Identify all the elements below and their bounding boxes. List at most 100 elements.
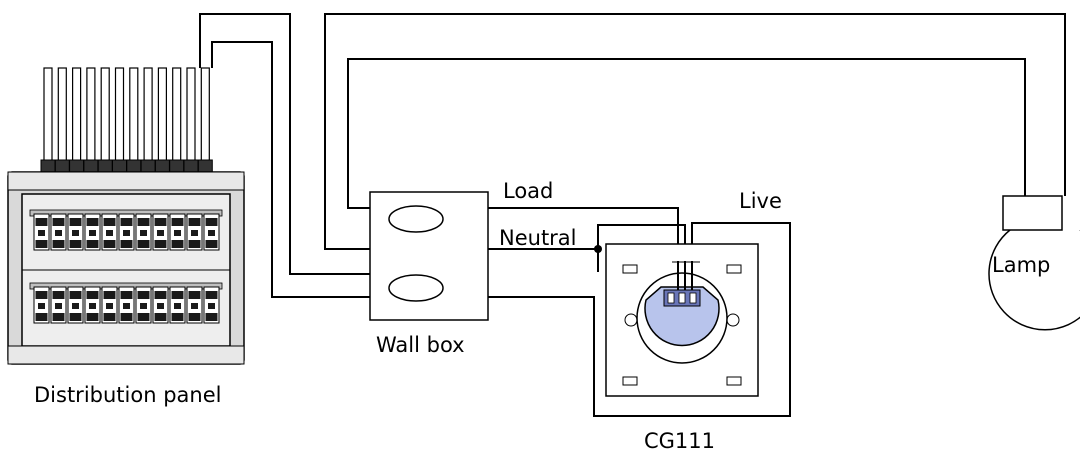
label-lamp: Lamp [992,253,1050,277]
breaker-terminal-top [86,291,99,299]
breaker-terminal-top [188,218,201,226]
breaker-terminal-bottom [205,313,218,321]
breaker-terminal-top [69,291,82,299]
cg111-device [605,243,759,397]
panel-cable [100,67,110,169]
breaker-terminal-bottom [154,313,167,321]
device-screw-right [726,313,740,327]
lamp-bulb [988,229,1080,331]
panel-gland [169,159,185,173]
panel-cable [200,67,210,169]
wire-panel-to-wallbox-outer [199,13,370,275]
breaker-switch [123,230,130,236]
panel-gland [112,159,127,173]
breaker-terminal-top [86,218,99,226]
breaker-terminal-top [52,218,65,226]
breaker-switch [89,303,96,309]
device-corner-slot [622,264,638,274]
breaker-switch [191,303,198,309]
breaker-terminal-bottom [52,240,65,248]
breaker-terminal-top [171,291,184,299]
breaker-terminal-bottom [137,313,150,321]
wire-panel-to-wallbox-inner [211,41,370,298]
panel-gland [40,159,56,173]
wire-neutral [488,224,686,261]
label-load: Load [503,179,553,203]
panel-cable [114,67,125,169]
breaker-terminal-top [103,291,116,299]
breaker-terminal-top [69,218,82,226]
wall-box-connector-bottom [388,274,444,302]
lamp-base [1002,195,1063,231]
panel-glands [40,159,213,173]
panel-cable [43,67,53,169]
panel-cable [172,67,182,169]
label-cg111: CG111 [644,429,715,453]
breaker-terminal-top [120,218,133,226]
panel-gland [126,159,142,173]
device-terminal [689,292,697,304]
junction-dot [594,245,602,253]
wire-wallbox-to-lamp-inner [347,58,1026,209]
label-live: Live [739,189,782,213]
breaker-switch [157,303,164,309]
wall-box [369,191,489,321]
breaker-terminal-bottom [103,313,116,321]
breaker-terminal-bottom [52,313,65,321]
panel-bottom-rail [7,345,245,365]
panel-cable [157,67,167,169]
breaker-switch [174,230,181,236]
breaker-terminal-bottom [137,240,150,248]
breaker-terminal-bottom [35,240,48,248]
device-corner-slot [622,376,638,386]
breaker-switch [55,303,62,309]
breaker-switch [191,230,198,236]
breaker-terminal-bottom [69,240,82,248]
breaker-switch [106,303,113,309]
breaker-switch [89,230,96,236]
breaker-switch [140,303,147,309]
panel-gland [54,159,70,173]
breaker-terminal-top [171,218,184,226]
breaker-terminal-top [35,291,48,299]
breaker-terminal-bottom [69,313,82,321]
label-distribution-panel: Distribution panel [34,383,221,407]
device-terminal [678,292,686,304]
breaker-switch [72,303,79,309]
breaker-row-top [29,209,223,251]
panel-cable [57,67,67,169]
breaker-terminal-bottom [171,313,184,321]
panel-gland [97,159,113,173]
breaker-terminal-top [103,218,116,226]
breaker-terminal-bottom [120,240,133,248]
breaker-switch [208,303,215,309]
breaker-switch [140,230,147,236]
breaker-terminal-top [137,291,150,299]
lamp [988,195,1080,331]
breaker-terminal-bottom [86,313,99,321]
breaker-switch [72,230,79,236]
breaker-terminal-bottom [103,240,116,248]
device-corner-slot [726,264,742,274]
breaker-switch [208,230,215,236]
breaker-terminal-top [35,218,48,226]
breaker-terminal-top [188,291,201,299]
panel-cable [186,67,196,169]
device-corner-slot [726,376,742,386]
breaker-terminal-bottom [154,240,167,248]
breaker-switch [38,303,45,309]
breaker-row-bottom [29,282,223,324]
panel-gland [197,159,213,173]
device-terminal [667,292,675,304]
panel-cables [43,67,210,169]
wires [199,13,1066,417]
breaker-terminal-top [154,291,167,299]
breaker-switch [55,230,62,236]
panel-cable [143,67,153,169]
breaker-switch [157,230,164,236]
breaker-terminal-bottom [171,240,184,248]
breaker-terminal-bottom [188,313,201,321]
breaker-terminal-top [205,291,218,299]
breaker-switch [174,303,181,309]
